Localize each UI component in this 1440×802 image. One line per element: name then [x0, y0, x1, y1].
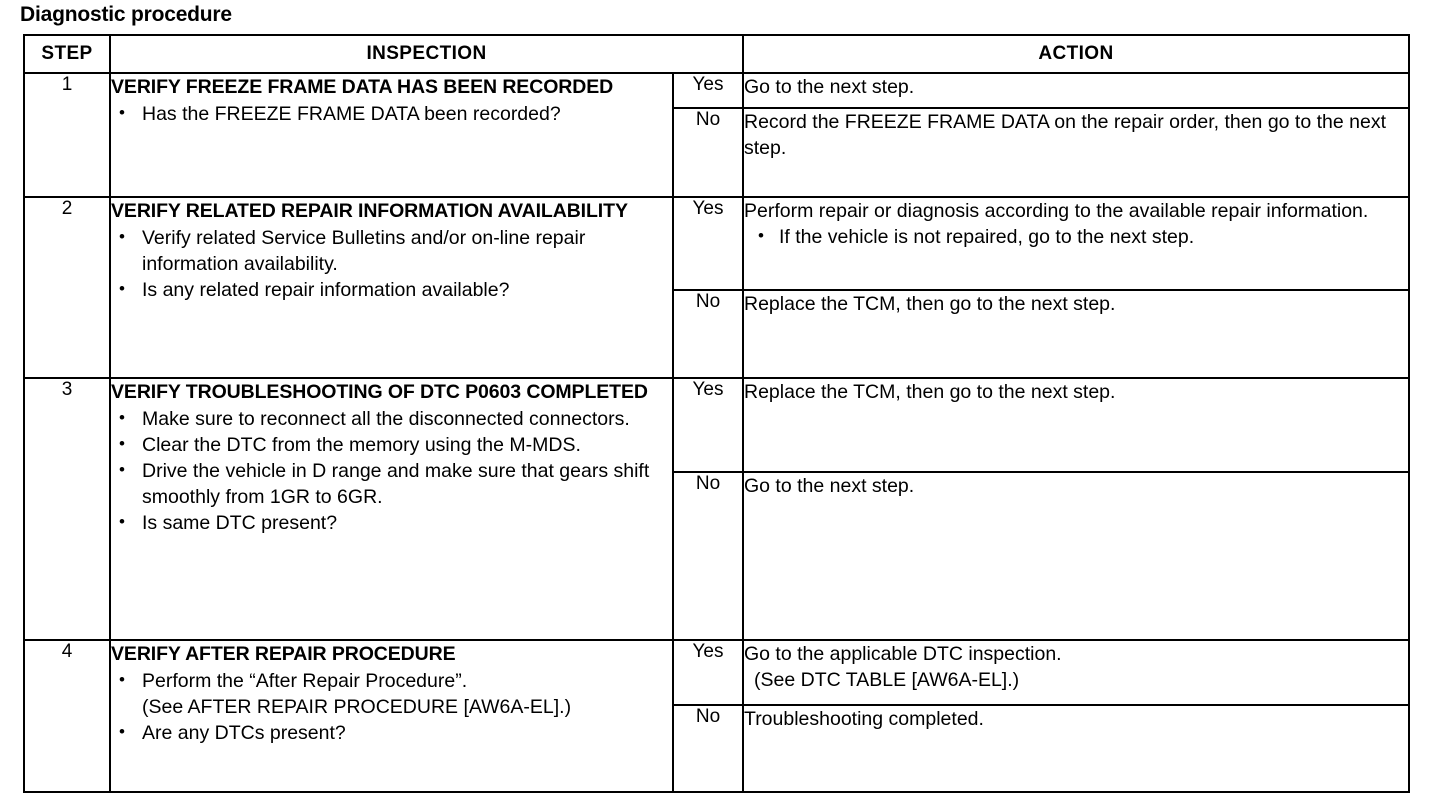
table-row: 2 VERIFY RELATED REPAIR INFORMATION AVAI…	[23, 196, 1410, 379]
table-header-row: STEP INSPECTION ACTION	[23, 34, 1410, 74]
action-cell-yes: Replace the TCM, then go to the next ste…	[742, 377, 1410, 473]
action-cell-yes: Go to the next step.	[742, 72, 1410, 109]
answer-label-no: No	[672, 704, 744, 793]
list-item: Perform the “After Repair Procedure”.	[111, 667, 672, 694]
inspection-bullet-list: Verify related Service Bulletins and/or …	[111, 224, 672, 303]
list-item: Are any DTCs present?	[111, 719, 672, 746]
step-number: 2	[23, 196, 111, 379]
list-item: Clear the DTC from the memory using the …	[111, 431, 672, 458]
table-row: 4 VERIFY AFTER REPAIR PROCEDURE Perform …	[23, 639, 1410, 793]
list-item: Verify related Service Bulletins and/or …	[111, 224, 672, 277]
header-step: STEP	[23, 34, 111, 74]
answer-label-no: No	[672, 289, 744, 379]
inspection-bullet-list: Make sure to reconnect all the disconnec…	[111, 405, 672, 536]
list-item: Make sure to reconnect all the disconnec…	[111, 405, 672, 432]
inspection-title: VERIFY TROUBLESHOOTING OF DTC P0603 COMP…	[111, 381, 648, 403]
list-item: Drive the vehicle in D range and make su…	[111, 457, 672, 510]
list-item: Is any related repair information availa…	[111, 276, 672, 303]
diagnostic-procedure-table: STEP INSPECTION ACTION 1 VERIFY FREEZE F…	[23, 34, 1410, 793]
action-cell-yes: Perform repair or diagnosis according to…	[742, 196, 1410, 291]
action-text: Replace the TCM, then go to the next ste…	[744, 293, 1116, 315]
answer-label-yes: Yes	[672, 377, 744, 473]
inspection-title: VERIFY RELATED REPAIR INFORMATION AVAILA…	[111, 200, 628, 222]
answer-label-yes: Yes	[672, 639, 744, 706]
action-text: Troubleshooting completed.	[744, 708, 984, 730]
action-text: Go to the applicable DTC inspection.	[744, 643, 1062, 665]
inspection-title: VERIFY AFTER REPAIR PROCEDURE	[111, 643, 456, 665]
table-row: No Record the FREEZE FRAME DATA on the r…	[24, 107, 1410, 198]
answer-label-no: No	[672, 107, 744, 198]
answer-label-yes: Yes	[672, 196, 744, 291]
action-text: Replace the TCM, then go to the next ste…	[744, 381, 1116, 403]
table-row: No Troubleshooting completed.	[24, 704, 1410, 793]
action-text: Perform repair or diagnosis according to…	[744, 200, 1369, 222]
action-cell-yes: Go to the applicable DTC inspection. (Se…	[742, 639, 1410, 706]
header-action: ACTION	[742, 34, 1410, 74]
answer-label-no: No	[672, 471, 744, 641]
page-title: Diagnostic procedure	[20, 3, 232, 26]
list-item: If the vehicle is not repaired, go to th…	[744, 223, 1408, 250]
table-row: No Replace the TCM, then go to the next …	[24, 289, 1410, 379]
table-row: 1 VERIFY FREEZE FRAME DATA HAS BEEN RECO…	[23, 72, 1410, 198]
action-cell-no: Replace the TCM, then go to the next ste…	[742, 289, 1410, 379]
inspection-cell: VERIFY TROUBLESHOOTING OF DTC P0603 COMP…	[109, 377, 674, 641]
action-text: Go to the next step.	[744, 475, 915, 497]
action-text: Go to the next step.	[744, 76, 915, 98]
inspection-title: VERIFY FREEZE FRAME DATA HAS BEEN RECORD…	[111, 76, 614, 98]
inspection-cell: VERIFY RELATED REPAIR INFORMATION AVAILA…	[109, 196, 674, 379]
table-row: No Go to the next step.	[24, 471, 1410, 641]
action-text-continuation: (See DTC TABLE [AW6A-EL].)	[754, 669, 1020, 691]
inspection-cell: VERIFY FREEZE FRAME DATA HAS BEEN RECORD…	[109, 72, 674, 198]
step-number: 3	[23, 377, 111, 641]
list-item-continuation: (See AFTER REPAIR PROCEDURE [AW6A-EL].)	[142, 696, 572, 718]
action-bullet-list: If the vehicle is not repaired, go to th…	[744, 223, 1408, 250]
list-item: Has the FREEZE FRAME DATA been recorded?	[111, 100, 672, 127]
action-cell-no: Go to the next step.	[742, 471, 1410, 641]
step-number: 1	[23, 72, 111, 198]
table-row: 3 VERIFY TROUBLESHOOTING OF DTC P0603 CO…	[23, 377, 1410, 641]
inspection-bullet-list: Perform the “After Repair Procedure”. (S…	[111, 667, 672, 746]
step-number: 4	[23, 639, 111, 793]
action-cell-no: Troubleshooting completed.	[742, 704, 1410, 793]
inspection-cell: VERIFY AFTER REPAIR PROCEDURE Perform th…	[109, 639, 674, 793]
answer-label-yes: Yes	[672, 72, 744, 109]
inspection-bullet-list: Has the FREEZE FRAME DATA been recorded?	[111, 100, 672, 127]
list-item: Is same DTC present?	[111, 509, 672, 536]
action-cell-no: Record the FREEZE FRAME DATA on the repa…	[742, 107, 1410, 198]
action-text: Record the FREEZE FRAME DATA on the repa…	[744, 111, 1386, 159]
header-inspection: INSPECTION	[109, 34, 744, 74]
